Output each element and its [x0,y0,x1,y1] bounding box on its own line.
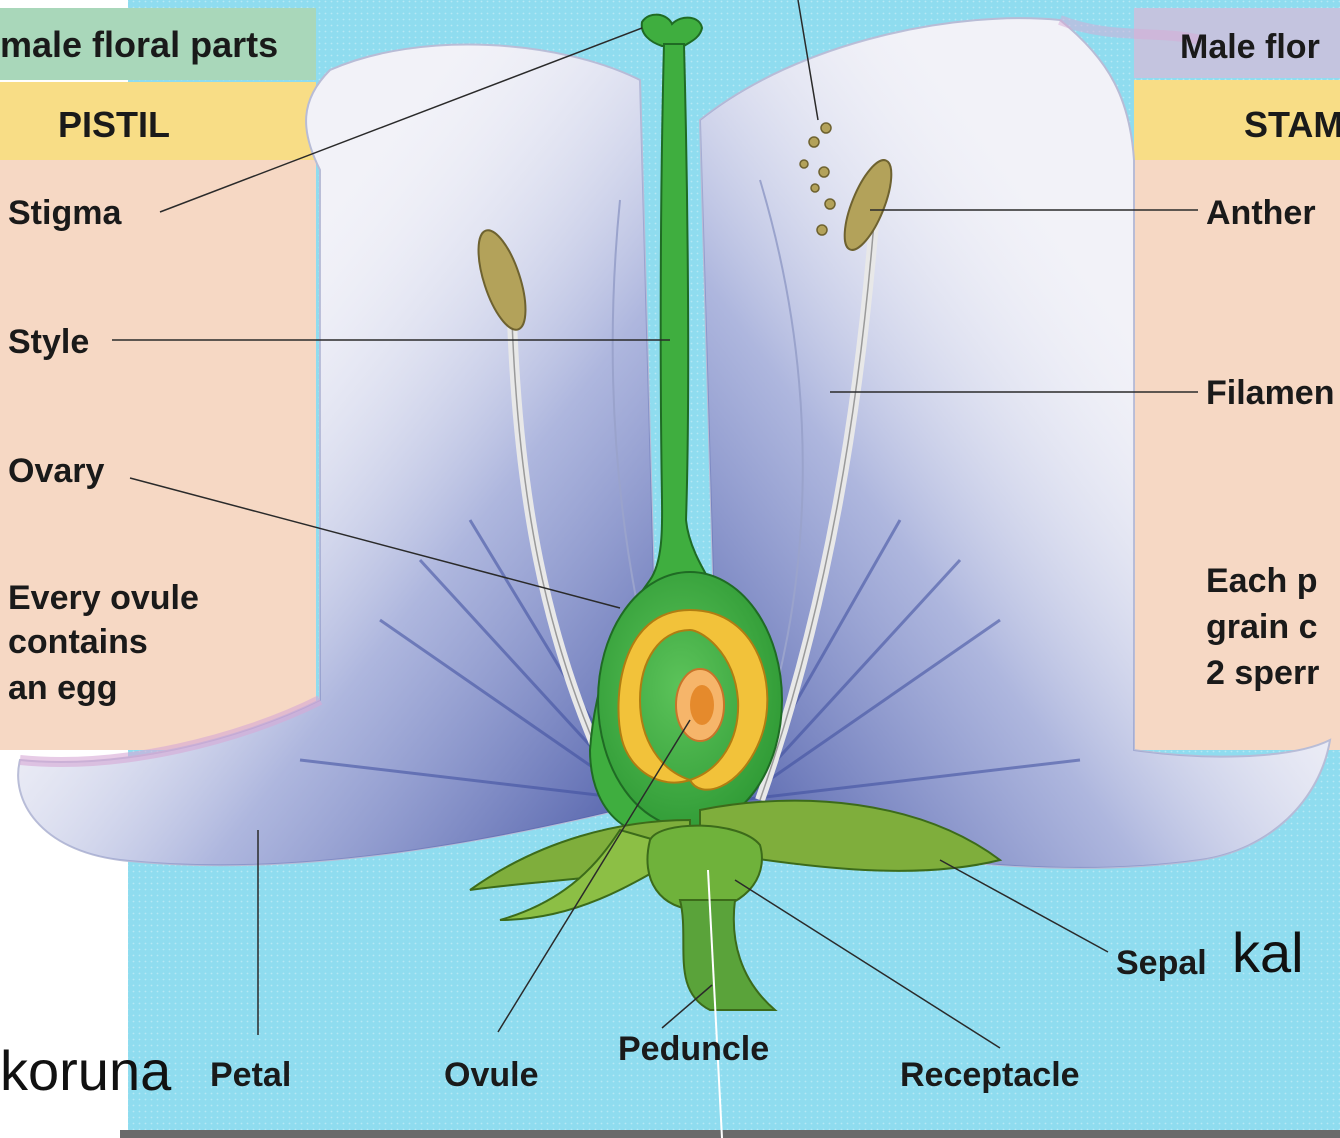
kal-annotation: kal [1232,921,1304,984]
ovule-note-line3: an egg [8,669,118,707]
ovule-note-line1: Every ovule [8,579,199,617]
receptacle-label: Receptacle [900,1056,1080,1094]
ovule-label: Ovule [444,1056,538,1094]
petal-label: Petal [210,1056,291,1094]
pollen-note-line1: Each p [1206,562,1317,600]
pollen-note-line2: grain c [1206,608,1317,646]
style-label: Style [8,323,89,361]
ovule-note-line2: contains [8,623,148,661]
pistil-label: PISTIL [58,104,170,145]
stamen-label: STAM [1244,104,1340,145]
sepal-label: Sepal [1116,944,1207,982]
pollen-note-line3: 2 sperr [1206,654,1319,692]
ovary-label: Ovary [8,452,104,490]
filament-label: Filamen [1206,374,1334,412]
male-header-label: Male flor [1180,28,1320,66]
stigma-label: Stigma [8,194,122,232]
bottom-border [120,1130,1340,1138]
female-header-label: male floral parts [0,24,278,65]
peduncle-label: Peduncle [618,1030,769,1068]
anther-label: Anther [1206,194,1316,232]
koruna-annotation: koruna [0,1039,172,1102]
